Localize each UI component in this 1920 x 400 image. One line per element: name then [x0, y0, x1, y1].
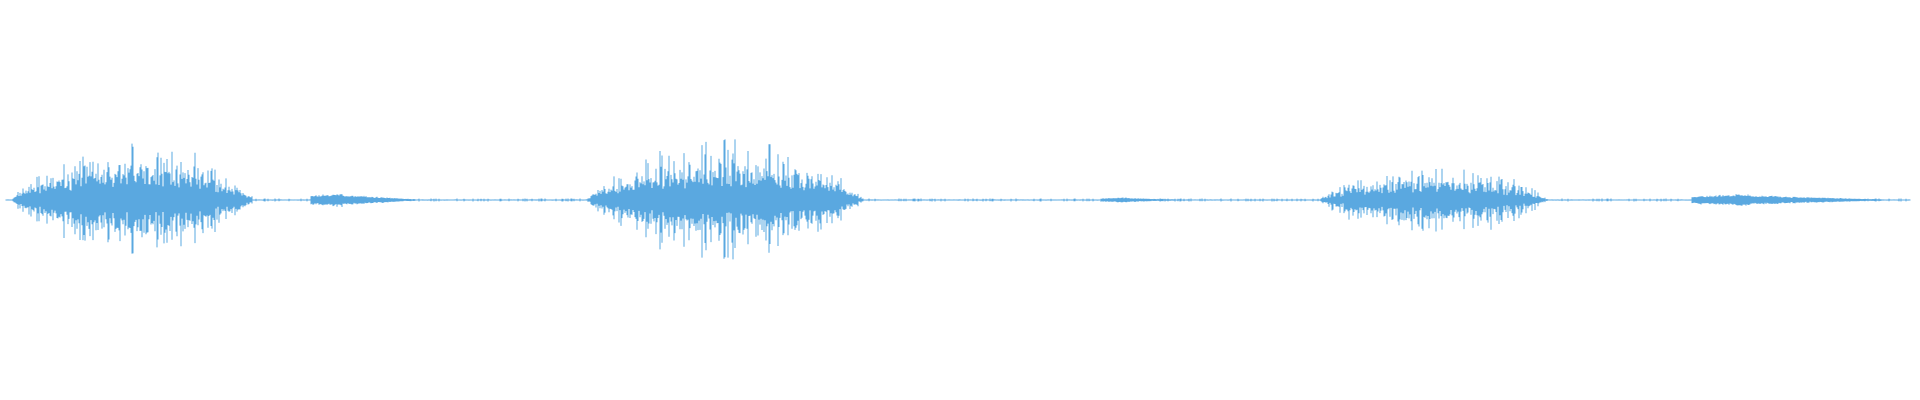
waveform-samples	[5, 139, 1911, 260]
